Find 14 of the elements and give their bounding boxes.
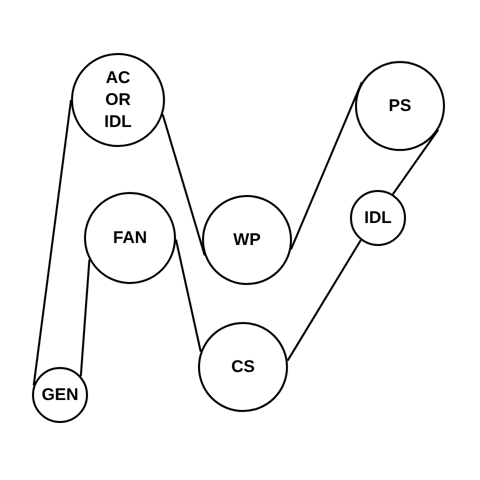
pulley-label: CS <box>230 356 256 378</box>
belt-segment <box>286 240 362 362</box>
belt-segment <box>80 260 90 376</box>
belt-segment <box>392 129 440 195</box>
pulley-label: GEN <box>40 384 80 406</box>
pulley-label: WP <box>232 229 262 251</box>
belt-segment <box>162 114 206 256</box>
belt-segment <box>290 82 363 250</box>
belt-segment <box>32 100 72 386</box>
pulley-label: FAN <box>112 227 148 249</box>
pulley-label: AC OR IDL <box>103 67 133 133</box>
belt-segment <box>175 239 202 352</box>
pulley-label: PS <box>388 95 412 117</box>
pulley-label: IDL <box>363 207 393 229</box>
